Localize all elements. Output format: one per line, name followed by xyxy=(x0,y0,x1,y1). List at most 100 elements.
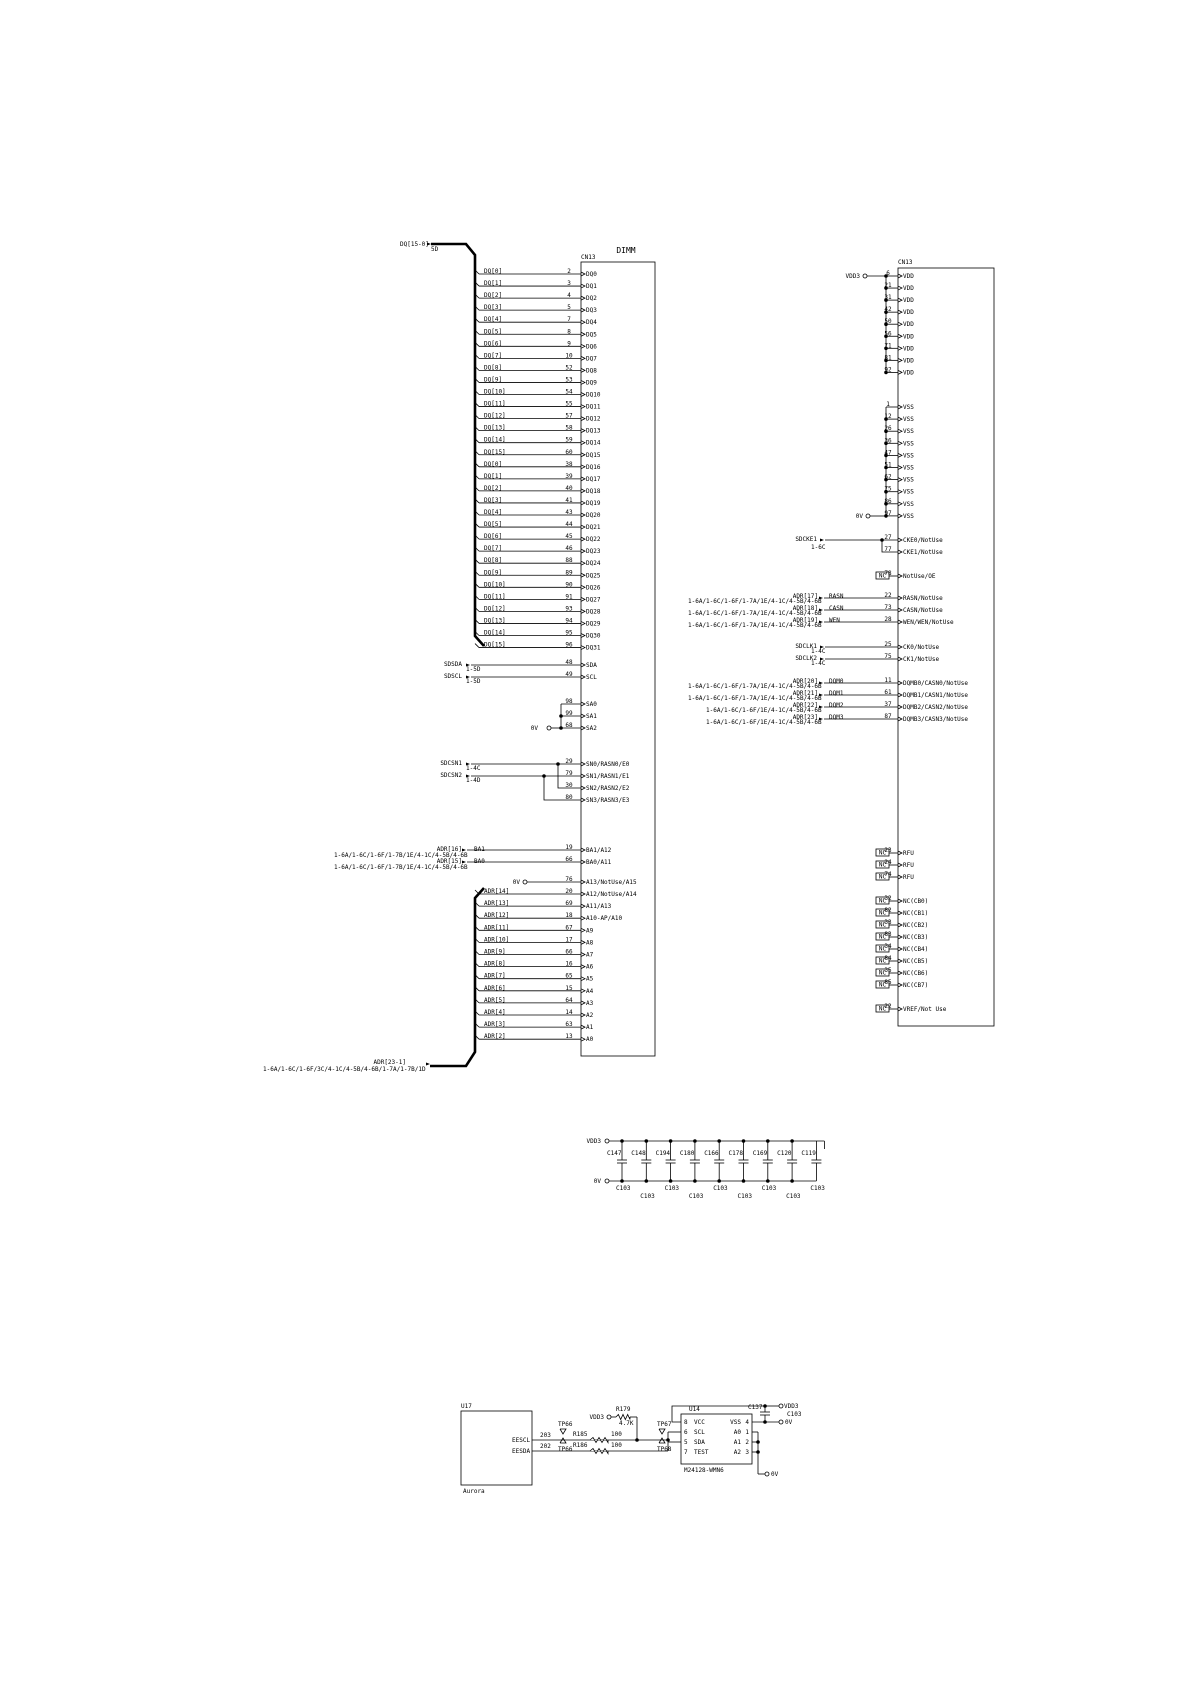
u14-gnd-label-1: 0V xyxy=(785,1419,793,1426)
addr-net-label: ADR[5] xyxy=(484,997,506,1004)
pin-name: SCL xyxy=(586,674,597,681)
pin-number: 29 xyxy=(565,758,573,765)
nc-label: NC xyxy=(879,982,887,989)
nc-label: NC xyxy=(879,874,887,881)
pin-name: BA1/A12 xyxy=(586,847,612,854)
cap-value: C103 xyxy=(786,1193,801,1200)
pin-arrow xyxy=(580,976,586,982)
ctrl-pages: 1-6A/1-6C/1-6F/1-7A/1E/4-1C/4-5B/4-6B xyxy=(688,598,822,605)
pin-arrow xyxy=(897,465,903,470)
vdd-net: VDD3 xyxy=(846,273,861,280)
pin-arrow xyxy=(897,501,903,507)
pin-name: VSS xyxy=(903,404,914,411)
pin-number: 2 xyxy=(567,268,571,275)
pin-number: 6 xyxy=(886,270,890,277)
pin-name: VSS xyxy=(903,489,914,496)
bus-entry xyxy=(474,269,480,275)
pin-arrow xyxy=(580,879,586,885)
nc-label: NC xyxy=(879,1006,887,1013)
pin-number: 99 xyxy=(565,710,573,717)
pin-arrow xyxy=(580,1024,586,1030)
pin-arrow xyxy=(897,321,903,327)
pin-number: 30 xyxy=(565,782,573,789)
pin-number: 1 xyxy=(886,401,890,408)
serial-net: SDSDA xyxy=(444,661,462,668)
dq-net-label: DQ[10] xyxy=(484,581,506,588)
addr-net-label: ADR[3] xyxy=(484,1021,506,1028)
pin-number: 19 xyxy=(565,844,573,851)
dqm-signal: DQM2 xyxy=(829,702,844,709)
u14-vdd-label: VDD3 xyxy=(784,1403,799,1410)
pin-arrow xyxy=(580,847,586,853)
bus-entry xyxy=(474,305,480,311)
nc-box-cb xyxy=(875,908,890,917)
dqm-net: ADR[21] xyxy=(793,690,818,697)
clk-net: SDCLK1 xyxy=(795,643,817,650)
cap-ref: C166 xyxy=(704,1150,719,1157)
u14-pin-number: 2 xyxy=(745,1439,749,1446)
pin-arrow xyxy=(897,716,903,722)
cap-vdd-port xyxy=(604,1138,610,1144)
dq-net-label: DQ[13] xyxy=(484,425,506,432)
pin-arrow xyxy=(580,500,586,506)
dqm-pages: 1-6A/1-6C/1-6F/1E/4-1C/4-5B/4-6B xyxy=(706,707,822,714)
dqm-net: ADR[20] xyxy=(793,678,818,685)
nc-box-rfu xyxy=(875,872,890,881)
pin-name: VSS xyxy=(903,513,914,520)
sa-gnd-label: 0V xyxy=(531,725,539,732)
pin-number: 48 xyxy=(565,659,573,666)
pin-name: VSS xyxy=(903,465,914,472)
pin-arrow xyxy=(897,644,903,650)
dq-net-label: DQ[12] xyxy=(484,413,506,420)
junction-dot xyxy=(756,1440,760,1444)
sdcs-page: 1-4D xyxy=(466,777,481,784)
pin-name: VDD xyxy=(903,321,914,328)
nc-label: NC xyxy=(879,862,887,869)
pin-number: 43 xyxy=(565,509,573,516)
pin-number: 68 xyxy=(565,722,573,729)
dq-net-label: DQ[0] xyxy=(484,268,502,275)
dq-net-label: DQ[9] xyxy=(484,376,502,383)
pin-number: 73 xyxy=(884,604,892,611)
pin-number: 39 xyxy=(565,473,573,480)
dq-bus-label: DQ[15-0] xyxy=(400,241,429,248)
nc-box-vref xyxy=(875,1004,890,1013)
pin-number: 15 xyxy=(565,985,573,992)
nc-box-cb xyxy=(875,920,890,929)
pin-number: 7 xyxy=(567,316,571,323)
r185-ref: R185 xyxy=(573,1431,588,1438)
dq-net-label: DQ[13] xyxy=(484,617,506,624)
cap-ref: C148 xyxy=(631,1150,646,1157)
pin-number: 33 xyxy=(884,919,892,926)
tp-label: TP66 xyxy=(558,1421,573,1428)
pin-arrow xyxy=(897,958,903,964)
vss-port xyxy=(865,513,871,519)
pin-number: 10 xyxy=(565,352,573,359)
nc-box-cb xyxy=(875,896,890,905)
junction-dot xyxy=(741,1139,746,1143)
port-arrow xyxy=(466,774,470,778)
pin-arrow xyxy=(580,609,586,614)
dq-net-label: DQ[2] xyxy=(484,292,502,299)
pin-arrow xyxy=(897,273,903,279)
pin-name: SN3/RASN3/E3 xyxy=(586,797,630,804)
bus-entry xyxy=(474,607,480,612)
nc-label: NC xyxy=(879,970,887,977)
serial-net: SDSCL xyxy=(444,673,462,680)
junction-dot xyxy=(763,1420,767,1424)
pin-name: VDD xyxy=(903,357,914,364)
cap-gnd-label: 0V xyxy=(594,1178,602,1185)
pin-arrow xyxy=(897,850,903,856)
pin-arrow xyxy=(897,680,903,686)
junction-dot xyxy=(790,1139,794,1143)
nc-label: NC xyxy=(879,946,887,953)
bus-entry xyxy=(474,510,480,516)
nc-label: NC xyxy=(879,922,887,929)
u14-pin-name: A2 xyxy=(734,1449,742,1456)
pin-arrow xyxy=(897,297,903,303)
pin-arrow xyxy=(897,489,903,495)
cap-ref: C147 xyxy=(607,1150,622,1157)
pin-number: 12 xyxy=(884,413,892,420)
addr-net-label: ADR[8] xyxy=(484,961,506,968)
pin-name: NC(CB7) xyxy=(903,982,928,989)
